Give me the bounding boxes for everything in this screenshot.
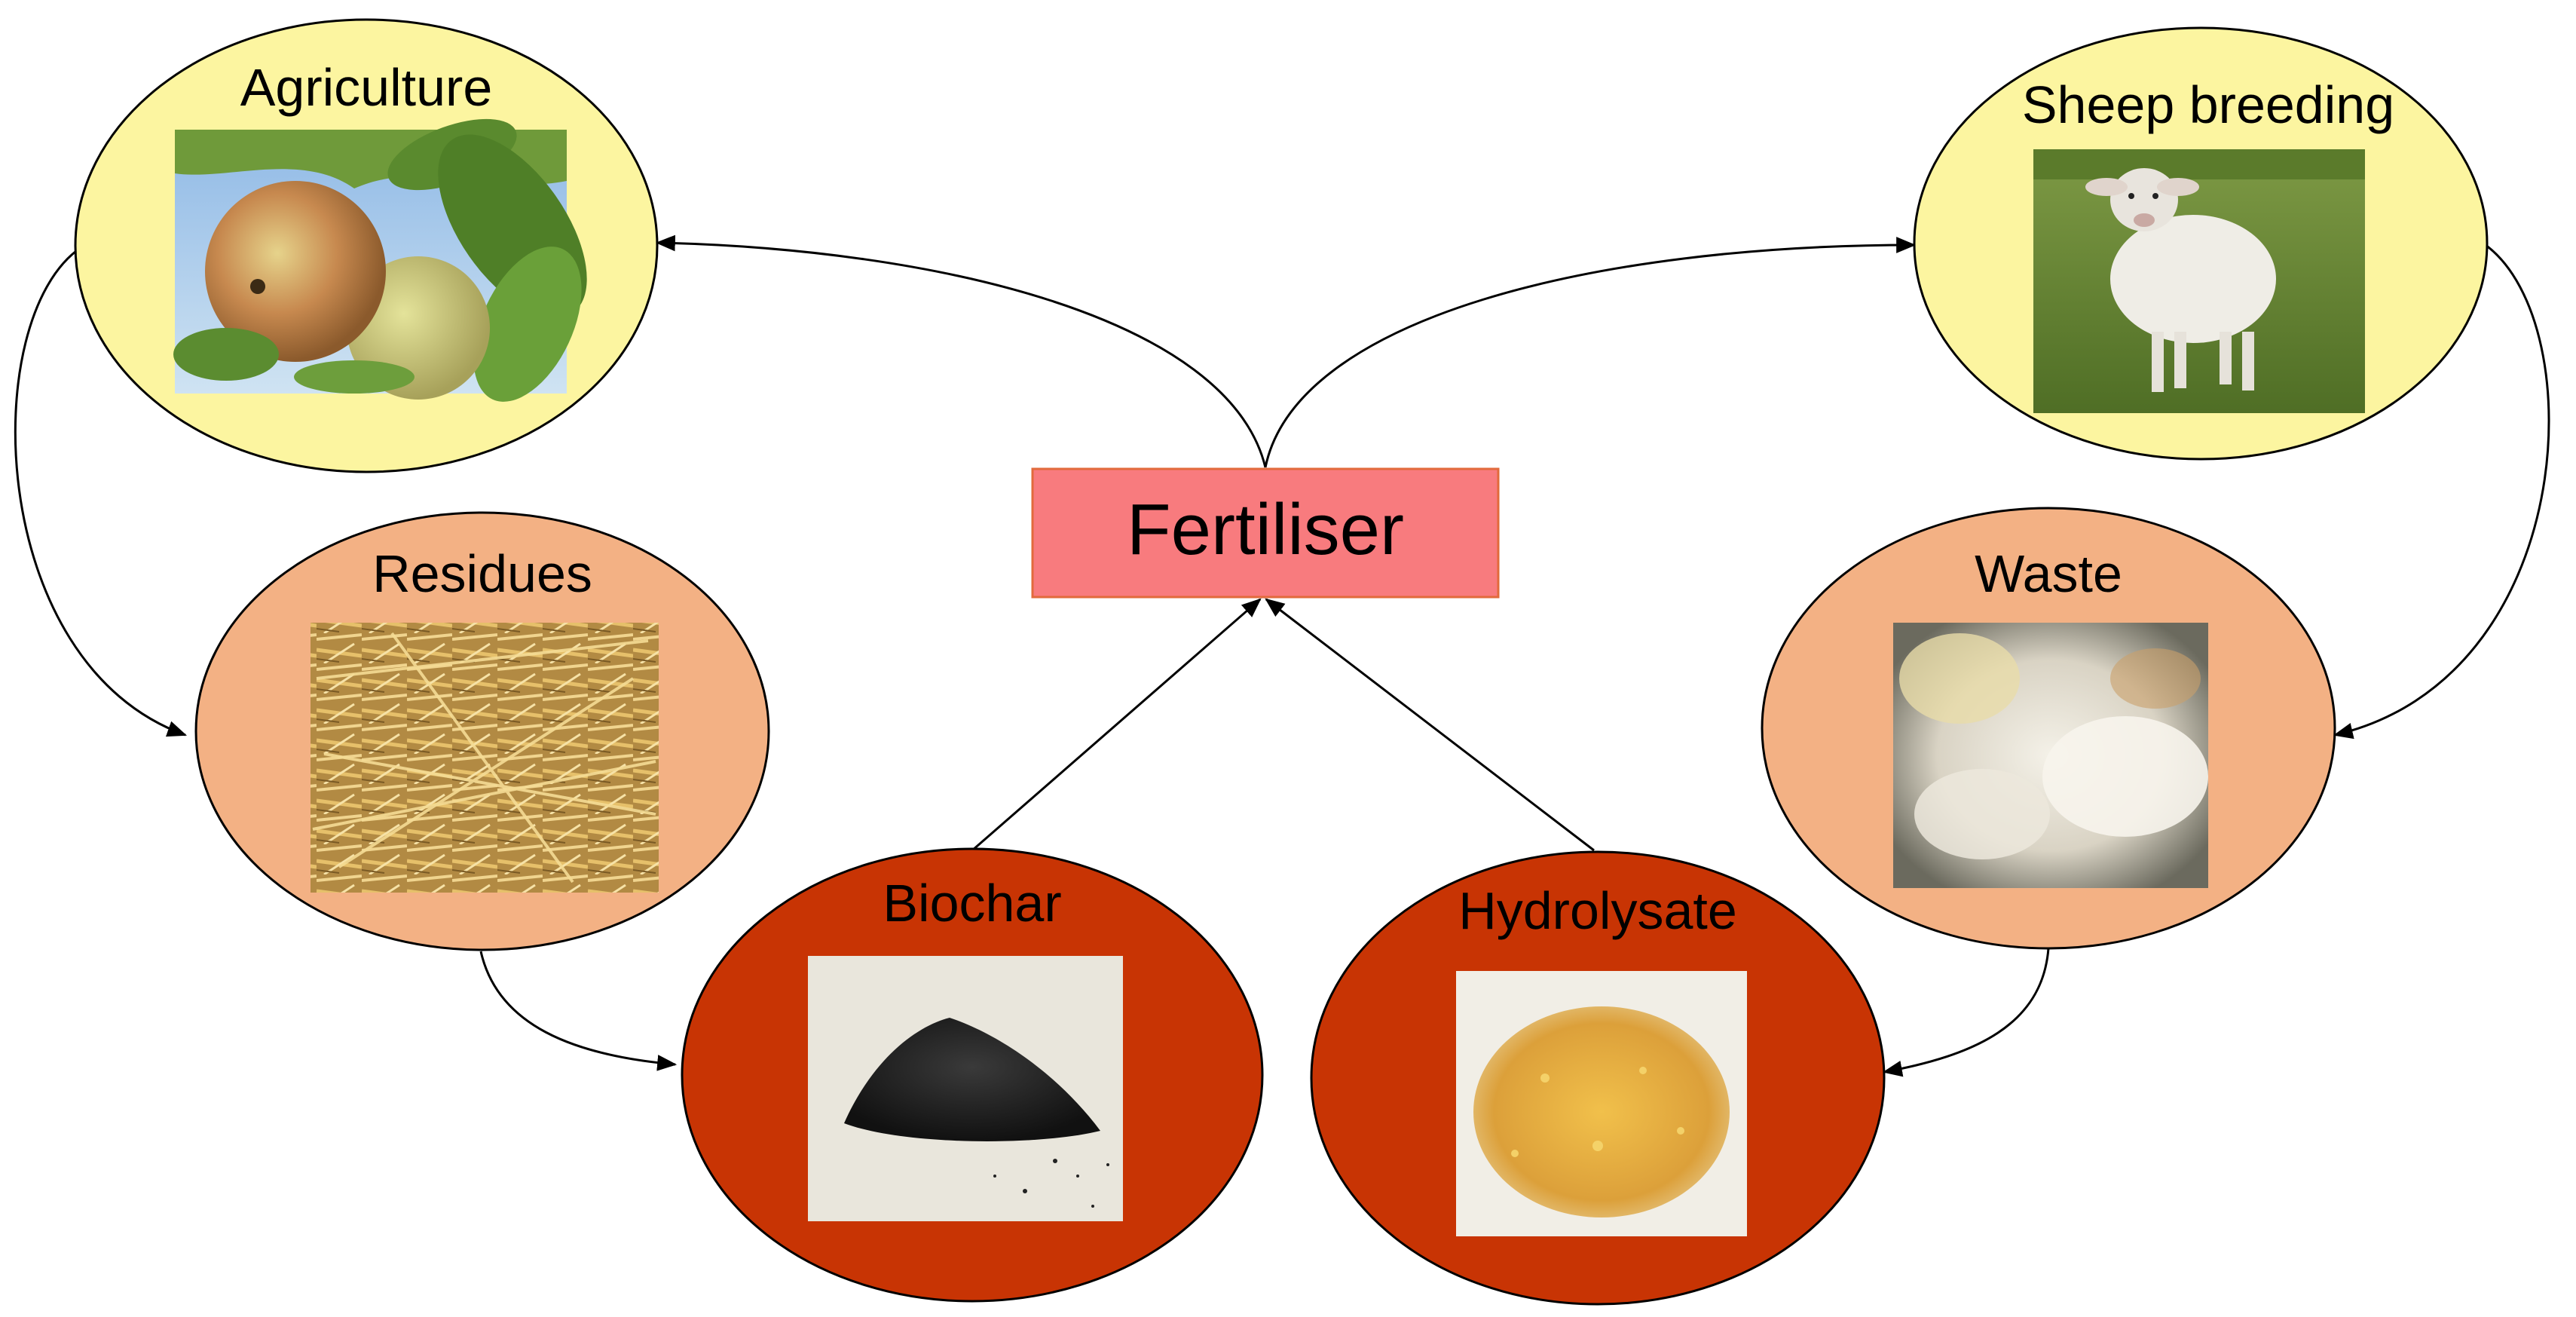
node-residues: Residues	[194, 511, 770, 951]
sheep-breeding-label: Sheep breeding	[2022, 75, 2394, 134]
node-biochar: Biochar	[681, 847, 1264, 1303]
fertiliser-box	[1031, 467, 1500, 599]
arrow-residues-to-biochar	[479, 951, 678, 1071]
node-agriculture: Agriculture	[74, 18, 659, 473]
straw-photo	[311, 623, 659, 893]
arrow-fertiliser-to-agriculture	[655, 234, 1267, 468]
hydrolysate-powder-photo	[1456, 971, 1747, 1236]
node-fertiliser: Fertiliser	[1031, 467, 1500, 599]
residues-label: Residues	[372, 544, 592, 603]
node-hydrolysate: Hydrolysate	[1310, 850, 1886, 1306]
agriculture-label: Agriculture	[240, 58, 493, 117]
apple-photo	[173, 118, 587, 402]
wool-photo	[1893, 623, 2208, 888]
arrow-hydrolysate-to-fertiliser	[1265, 598, 1595, 852]
arrow-sheep-breeding-to-waste	[2333, 243, 2550, 740]
biochar-label: Biochar	[883, 874, 1061, 933]
biochar-powder-photo	[808, 956, 1123, 1221]
arrow-fertiliser-to-sheep-breeding	[1264, 237, 1917, 468]
arrow-waste-to-hydrolysate	[1882, 948, 2050, 1077]
hydrolysate-label: Hydrolysate	[1458, 881, 1737, 940]
node-sheep-breeding: Sheep breeding	[1913, 26, 2489, 461]
node-waste: Waste	[1761, 507, 2336, 950]
fertiliser-label: Fertiliser	[1127, 489, 1404, 570]
arrows	[14, 234, 2550, 1077]
arrow-biochar-to-fertiliser	[971, 598, 1262, 852]
waste-label: Waste	[1975, 544, 2122, 603]
sheep-photo	[2033, 149, 2365, 413]
arrow-agriculture-to-residues	[14, 246, 188, 737]
